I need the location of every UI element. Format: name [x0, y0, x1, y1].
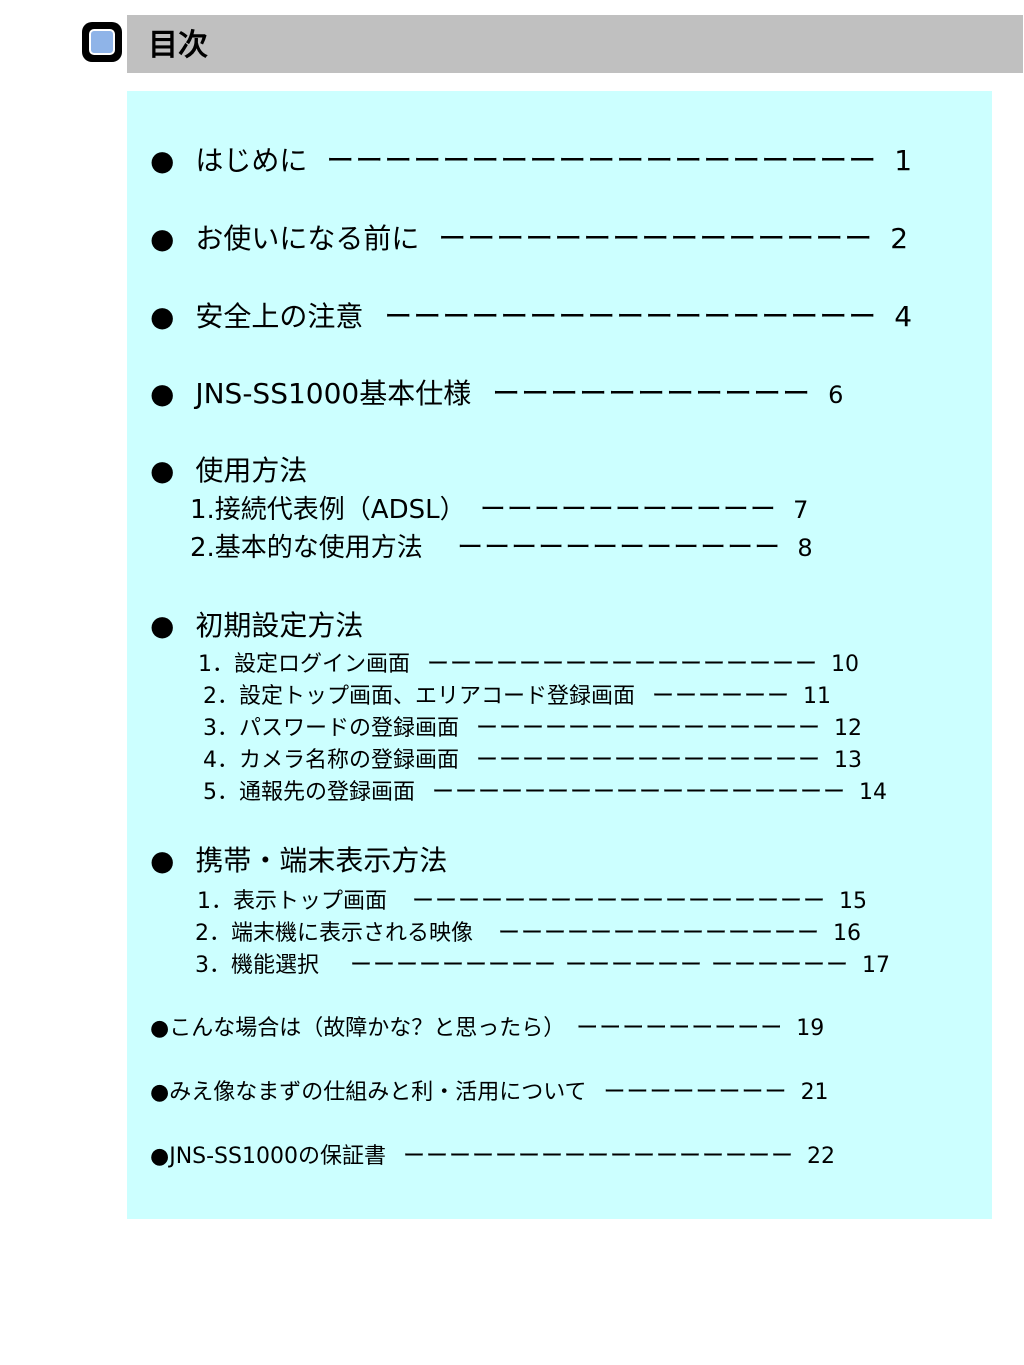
- toc-subitem-connection: 1.接続代表例（ADSL） ーーーーーーーーーーー 7: [190, 497, 808, 523]
- toc-item-warranty: ●JNS-SS1000の保証書 ーーーーーーーーーーーーーーーーー 22: [150, 1146, 835, 1168]
- toc-item-label: 1．設定ログイン画面: [198, 652, 410, 677]
- bullet-icon: ●: [150, 1144, 170, 1169]
- toc-item-leader: ーーーーーーーーーーーーーーーーーーー: [326, 144, 878, 177]
- toc-item-page: 21: [800, 1080, 829, 1105]
- toc-item-leader: ーーーーーー: [652, 684, 791, 709]
- toc-item-page: 13: [834, 748, 863, 773]
- toc-item-page: 14: [859, 780, 888, 805]
- toc-item-label: JNS-SS1000基本仕様: [195, 377, 472, 410]
- toc-item-label: 1.接続代表例（ADSL）: [190, 495, 466, 525]
- toc-item-mechanism: ●みえ像なまずの仕組みと利・活用について ーーーーーーーー 21: [150, 1082, 829, 1104]
- toc-item-leader: ーーーーーーーーーーーーーーー: [476, 748, 822, 773]
- toc-item-page: 12: [834, 716, 863, 741]
- bullet-icon: ●: [150, 454, 175, 487]
- toc-subitem-password: 3．パスワードの登録画面 ーーーーーーーーーーーーーーー 12: [203, 718, 862, 740]
- toc-item-page: 22: [807, 1144, 835, 1169]
- bullet-icon: ●: [150, 300, 175, 333]
- toc-item-label: はじめに: [195, 144, 308, 177]
- toc-item-label: 1．表示トップ画面: [197, 889, 387, 914]
- toc-section-initial-setup: ● 初期設定方法: [150, 612, 363, 640]
- toc-item-page: 8: [797, 534, 813, 562]
- toc-item-leader: ーーーーーーーーー: [576, 1016, 784, 1041]
- toc-item-label: みえ像なまずの仕組みと利・活用について: [169, 1080, 587, 1105]
- toc-subitem-display-top: 1．表示トップ画面 ーーーーーーーーーーーーーーーーーー 15: [197, 891, 867, 913]
- bullet-icon: ●: [150, 844, 175, 877]
- toc-item-specs: ● JNS-SS1000基本仕様 ーーーーーーーーーーー 6: [150, 380, 843, 408]
- toc-item-leader: ーーーーーーーーーーーーーー: [498, 921, 821, 946]
- square-icon: [82, 22, 122, 62]
- toc-item-leader: ーーーーーーーーーーーーーーー: [476, 716, 822, 741]
- toc-item-page: 16: [833, 921, 862, 946]
- toc-subitem-basic-usage: 2.基本的な使用方法 ーーーーーーーーーーーー 8: [190, 535, 813, 561]
- toc-panel: [127, 91, 992, 1219]
- bullet-icon: ●: [150, 609, 175, 642]
- toc-item-page: 10: [831, 652, 860, 677]
- toc-item-page: 15: [839, 889, 868, 914]
- toc-item-label: 3．機能選択: [195, 953, 319, 978]
- toc-item-page: 11: [803, 684, 832, 709]
- toc-item-safety: ● 安全上の注意 ーーーーーーーーーーーーーーーーー 4: [150, 303, 912, 331]
- toc-item-page: 6: [828, 381, 844, 409]
- header-bar: [127, 15, 1023, 73]
- bullet-icon: ●: [150, 1080, 170, 1105]
- toc-item-leader: ーーーーーーーーーーーーーーーーーー: [432, 780, 847, 805]
- toc-item-label: 初期設定方法: [195, 609, 364, 642]
- toc-subitem-top-area-code: 2．設定トップ画面、エリアコード登録画面 ーーーーーー 11: [203, 686, 831, 708]
- toc-item-leader: ーーーーーーーー: [603, 1080, 788, 1105]
- toc-item-introduction: ● はじめに ーーーーーーーーーーーーーーーーーーー 1: [150, 147, 912, 175]
- toc-item-before-use: ● お使いになる前に ーーーーーーーーーーーーーーー 2: [150, 225, 908, 253]
- toc-item-label: 2．設定トップ画面、エリアコード登録画面: [203, 684, 635, 709]
- toc-item-leader: ーーーーーーーーーーーーーーーーー: [427, 652, 819, 677]
- toc-item-label: 3．パスワードの登録画面: [203, 716, 459, 741]
- toc-item-leader: ーーーーーーーーーーーー: [457, 533, 782, 563]
- toc-subitem-camera-name: 4．カメラ名称の登録画面 ーーーーーーーーーーーーーーー 13: [203, 750, 862, 772]
- toc-item-label: 使用方法: [195, 454, 308, 487]
- toc-item-leader: ーーーーーーーーーーー: [479, 495, 777, 525]
- bullet-icon: ●: [150, 1016, 170, 1041]
- toc-item-leader: ーーーーーーーーーーーーーーー: [438, 222, 874, 255]
- toc-item-page: 2: [890, 222, 909, 255]
- bullet-icon: ●: [150, 222, 175, 255]
- toc-subitem-login: 1．設定ログイン画面 ーーーーーーーーーーーーーーーーー 10: [198, 654, 859, 676]
- toc-item-leader: ーーーーーーーーーーーーーーーーーー: [412, 889, 827, 914]
- toc-item-label: こんな場合は（故障かな？と思ったら）: [169, 1016, 566, 1041]
- toc-subitem-notification: 5．通報先の登録画面 ーーーーーーーーーーーーーーーーーー 14: [203, 782, 887, 804]
- toc-item-label: 4．カメラ名称の登録画面: [203, 748, 459, 773]
- toc-item-leader: ーーーーーーーーーーーーーーーーー: [384, 300, 878, 333]
- toc-item-label: 2．端末機に表示される映像: [195, 921, 473, 946]
- bullet-icon: ●: [150, 144, 175, 177]
- toc-item-leader: ーーーーーーーーーーーーーーーーー: [402, 1144, 794, 1169]
- toc-subitem-function-select: 3．機能選択 ーーーーーーーーー ーーーーーー ーーーーーー 17: [195, 955, 890, 977]
- toc-item-leader: ーーーーーーーーー ーーーーーー ーーーーーー: [350, 953, 849, 978]
- square-icon-inner: [89, 29, 115, 55]
- toc-item-leader: ーーーーーーーーーーー: [492, 377, 812, 410]
- toc-item-label: JNS-SS1000の保証書: [169, 1144, 386, 1169]
- toc-item-label: 5．通報先の登録画面: [203, 780, 415, 805]
- page-title: 目次: [148, 28, 208, 63]
- toc-item-label: 携帯・端末表示方法: [195, 844, 448, 877]
- toc-item-troubleshooting: ●こんな場合は（故障かな？と思ったら） ーーーーーーーーー 19: [150, 1018, 824, 1040]
- toc-item-label: お使いになる前に: [195, 222, 420, 255]
- toc-item-page: 4: [894, 300, 913, 333]
- toc-item-page: 1: [894, 144, 913, 177]
- toc-subitem-terminal-video: 2．端末機に表示される映像 ーーーーーーーーーーーーーー 16: [195, 923, 861, 945]
- toc-item-label: 2.基本的な使用方法: [190, 533, 423, 563]
- toc-item-page: 19: [796, 1016, 825, 1041]
- toc-item-page: 7: [793, 496, 809, 524]
- toc-item-label: 安全上の注意: [195, 300, 364, 333]
- toc-section-mobile-display: ● 携帯・端末表示方法: [150, 847, 447, 875]
- toc-item-page: 17: [862, 953, 890, 978]
- bullet-icon: ●: [150, 377, 175, 410]
- toc-section-usage: ● 使用方法: [150, 457, 307, 485]
